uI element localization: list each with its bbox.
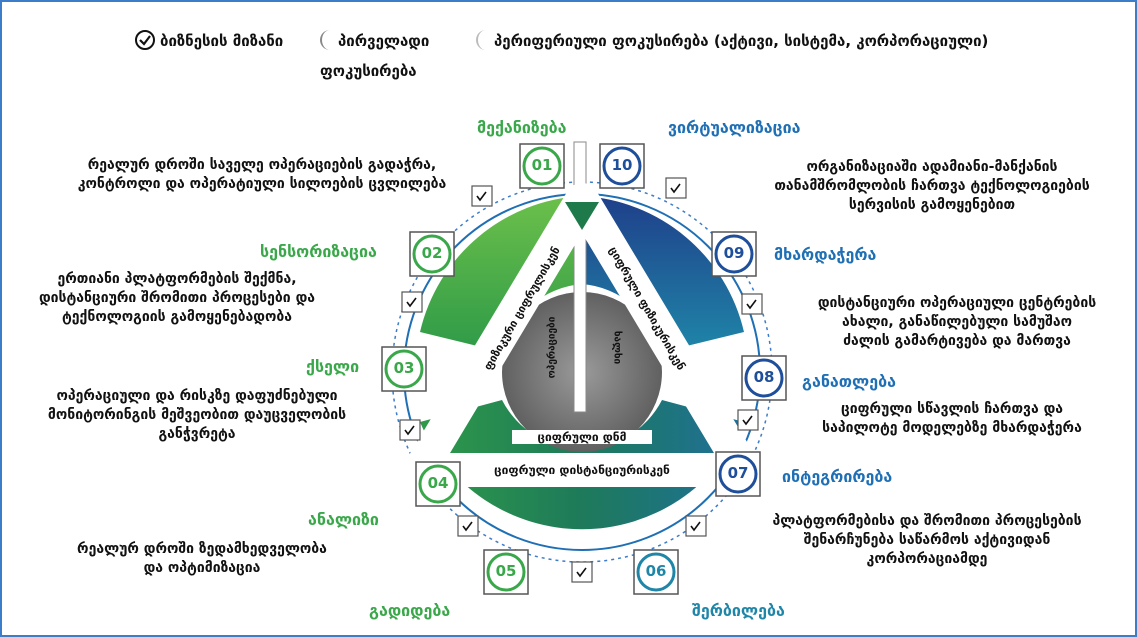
stage-badge-02 [409, 231, 455, 277]
stage-number: 02 [421, 244, 443, 262]
inner-operations-label: ოპერაციები [546, 316, 558, 379]
center-bar [573, 141, 587, 413]
stage-number: 05 [495, 562, 517, 580]
stage-badge-10 [599, 143, 645, 189]
stage-badge-03 [381, 346, 427, 392]
stage-badge-01 [519, 143, 565, 189]
triangle-bottom-label: ციფრული დისტანციურისკენ [494, 463, 670, 477]
stage-title: ვირტუალიზაცია [668, 118, 801, 137]
stage-badge-04 [415, 461, 461, 507]
stage-number: 09 [723, 244, 745, 262]
stage-title: სენსორიზაცია [260, 242, 377, 261]
stage-badge-08 [741, 355, 787, 401]
stage-badge-07 [715, 451, 761, 497]
stage-number: 04 [427, 474, 449, 492]
crescent-icon [318, 28, 334, 52]
legend-business-goal: ბიზნესის მიზანი [160, 32, 284, 50]
legend-primary-focus-line1: პირველადი [338, 32, 430, 50]
stage-title: ინტეგრირება [782, 467, 893, 486]
top-marker [565, 202, 599, 230]
stage-description-02: ერთიანი პლატფორმების შექმნა,დისტანციური … [38, 271, 316, 325]
white-triangle [403, 183, 761, 487]
stage-badge-06 [633, 549, 679, 595]
stage-title: მექანიზება [477, 118, 567, 137]
stage-description-01: რეალურ დროში საველე ოპერაციების გადაჭრა,… [77, 157, 447, 192]
stage-badge-09 [711, 231, 757, 277]
stage-number: 07 [727, 464, 749, 482]
stage-number: 03 [393, 359, 415, 377]
stage-number: 08 [753, 368, 775, 386]
stage-title: გადიდება [369, 601, 451, 620]
stage-title: ქსელი [306, 357, 360, 376]
crescent-icon [474, 28, 490, 52]
stage-title: შერბილება [692, 601, 785, 620]
stage-badge-05 [483, 549, 529, 595]
triangle-center-label: ციფრული დნმ [512, 430, 652, 444]
stage-number: 01 [531, 156, 553, 174]
check-circle-icon [134, 29, 156, 51]
stage-number: 10 [611, 156, 633, 174]
legend-peripheral-focus: პერიფერიული ფოკუსირება (აქტივი, სისტემა,… [494, 32, 989, 50]
stage-number: 06 [645, 562, 667, 580]
stage-title: ანალიზი [308, 510, 379, 529]
stage-title: მხარდაჭერა [774, 245, 877, 264]
inner-people-label: ხალხი [611, 330, 623, 365]
legend-primary-focus-line2: ფოკუსირება [320, 62, 417, 80]
stage-title: განათლება [802, 372, 896, 391]
